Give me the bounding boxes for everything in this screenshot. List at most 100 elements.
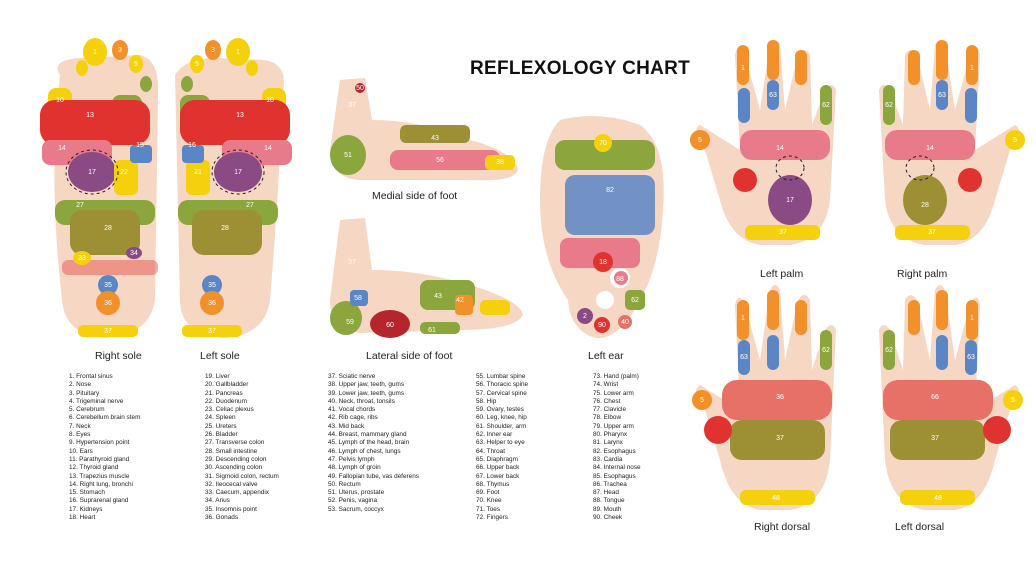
caption-right-sole: Right sole bbox=[95, 350, 142, 362]
legend-item: 53. Sacrum, coccyx bbox=[328, 505, 384, 513]
legend-item: 6. Cerebellum brain stem bbox=[69, 414, 141, 422]
svg-text:62: 62 bbox=[631, 297, 639, 304]
legend-item: 41. Vocal chords bbox=[328, 406, 376, 414]
svg-text:1: 1 bbox=[741, 315, 745, 322]
svg-text:13: 13 bbox=[236, 112, 244, 119]
legend-item: 2. Nose bbox=[69, 381, 92, 389]
svg-text:1: 1 bbox=[970, 315, 974, 322]
legend-item: 25. Ureters bbox=[205, 422, 237, 430]
svg-text:3: 3 bbox=[211, 47, 215, 54]
legend-item: 34. Anus bbox=[205, 497, 230, 505]
svg-text:40: 40 bbox=[621, 319, 629, 326]
legend-item: 78. Elbow bbox=[593, 414, 622, 422]
legend-item: 55. Lumbar spine bbox=[476, 373, 526, 380]
svg-text:14: 14 bbox=[264, 145, 272, 152]
svg-text:82: 82 bbox=[606, 187, 614, 194]
legend-item: 57. Cervical spine bbox=[476, 389, 527, 397]
svg-text:43: 43 bbox=[431, 135, 439, 142]
legend-item: 30. Ascending colon bbox=[205, 464, 263, 472]
svg-text:33: 33 bbox=[78, 255, 86, 262]
svg-text:10: 10 bbox=[266, 97, 274, 104]
caption-lateral-side: Lateral side of foot bbox=[366, 350, 453, 362]
caption-left-sole: Left sole bbox=[200, 350, 240, 362]
legend-item: 28. Small intestine bbox=[205, 447, 258, 455]
svg-text:38: 38 bbox=[496, 159, 504, 166]
caption-right-dorsal: Right dorsal bbox=[754, 521, 811, 533]
svg-text:34: 34 bbox=[130, 250, 138, 257]
legend-item: 70. Knee bbox=[476, 497, 502, 505]
legend-item: 45. Lymph of the head, brain bbox=[328, 439, 410, 447]
legend-item: 43. Mid back bbox=[328, 422, 365, 430]
caption-medial-side: Medial side of foot bbox=[372, 190, 458, 202]
svg-text:63: 63 bbox=[967, 354, 975, 361]
legend-item: 20. Gallbladder bbox=[205, 381, 249, 389]
svg-text:63: 63 bbox=[938, 92, 946, 99]
svg-text:42: 42 bbox=[456, 297, 464, 304]
legend-item: 4. Trigeminal nerve bbox=[69, 397, 124, 405]
legend-item: 82. Esophagus bbox=[593, 447, 636, 455]
legend-item: 35. Insomnis point bbox=[205, 505, 257, 513]
legend-item: 42. Rib cage, ribs bbox=[328, 414, 378, 422]
svg-text:5: 5 bbox=[1011, 397, 1015, 404]
legend-item: 60. Leg, knee, hip bbox=[476, 414, 527, 422]
legend-item: 26. Bladder bbox=[205, 431, 238, 439]
legend-item: 75. Lower arm bbox=[593, 389, 634, 397]
legend-item: 15. Stomach bbox=[69, 489, 105, 497]
legend-item: 10. Ears bbox=[69, 447, 93, 455]
legend-item: 90. Cheek bbox=[593, 514, 623, 522]
svg-text:62: 62 bbox=[822, 102, 830, 109]
legend-item: 39. Lower jaw, teeth, gums bbox=[328, 389, 405, 397]
svg-text:3: 3 bbox=[118, 47, 122, 54]
svg-text:1: 1 bbox=[970, 65, 974, 72]
svg-text:14: 14 bbox=[926, 145, 934, 152]
legend-item: 61. Shoulder, arm bbox=[476, 422, 527, 430]
caption-left-dorsal: Left dorsal bbox=[895, 521, 945, 533]
svg-text:5: 5 bbox=[700, 397, 704, 404]
legend-item: 84. Internal nose bbox=[593, 464, 641, 472]
svg-text:36: 36 bbox=[776, 394, 784, 401]
legend-item: 1. Frontal sinus bbox=[69, 373, 113, 380]
legend-item: 83. Cardia bbox=[593, 455, 623, 463]
legend-item: 62. Inner ear bbox=[476, 431, 513, 439]
legend-item: 50. Rectum bbox=[328, 480, 361, 488]
svg-text:22: 22 bbox=[120, 169, 128, 176]
svg-text:37: 37 bbox=[104, 328, 112, 335]
svg-text:17: 17 bbox=[88, 169, 96, 176]
legend-item: 89. Mouth bbox=[593, 505, 622, 513]
legend-item: 8. Eyes bbox=[69, 431, 91, 439]
svg-text:15: 15 bbox=[136, 142, 144, 149]
svg-text:90: 90 bbox=[598, 322, 606, 329]
legend-item: 22. Duodenum bbox=[205, 397, 247, 405]
svg-text:51: 51 bbox=[344, 152, 352, 159]
legend-item: 21. Pancreas bbox=[205, 389, 243, 397]
legend-item: 18. Heart bbox=[69, 514, 96, 522]
legend-item: 36. Gonads bbox=[205, 514, 239, 522]
legend-item: 74. Wrist bbox=[593, 381, 619, 389]
svg-text:62: 62 bbox=[822, 347, 830, 354]
legend-item: 72. Fingers bbox=[476, 514, 508, 522]
svg-text:37: 37 bbox=[208, 328, 216, 335]
legend-item: 47. Pelvis lymph bbox=[328, 455, 375, 463]
legend-item: 59. Ovary, testes bbox=[476, 406, 524, 414]
svg-text:27: 27 bbox=[76, 202, 84, 209]
svg-text:28: 28 bbox=[921, 202, 929, 209]
svg-text:17: 17 bbox=[234, 169, 242, 176]
legend-item: 71. Toes bbox=[476, 505, 501, 513]
legend-item: 32. Ileocecal valve bbox=[205, 480, 258, 488]
caption-left-ear: Left ear bbox=[588, 350, 624, 362]
legend-item: 16. Suprarenal gland bbox=[69, 497, 129, 505]
svg-text:14: 14 bbox=[58, 145, 66, 152]
svg-text:62: 62 bbox=[885, 102, 893, 109]
svg-text:59: 59 bbox=[346, 319, 354, 326]
page-title: REFLEXOLOGY CHART bbox=[470, 58, 691, 79]
legend-item: 19. Liver bbox=[205, 373, 230, 380]
svg-text:35: 35 bbox=[208, 282, 216, 289]
svg-text:1: 1 bbox=[93, 49, 97, 56]
